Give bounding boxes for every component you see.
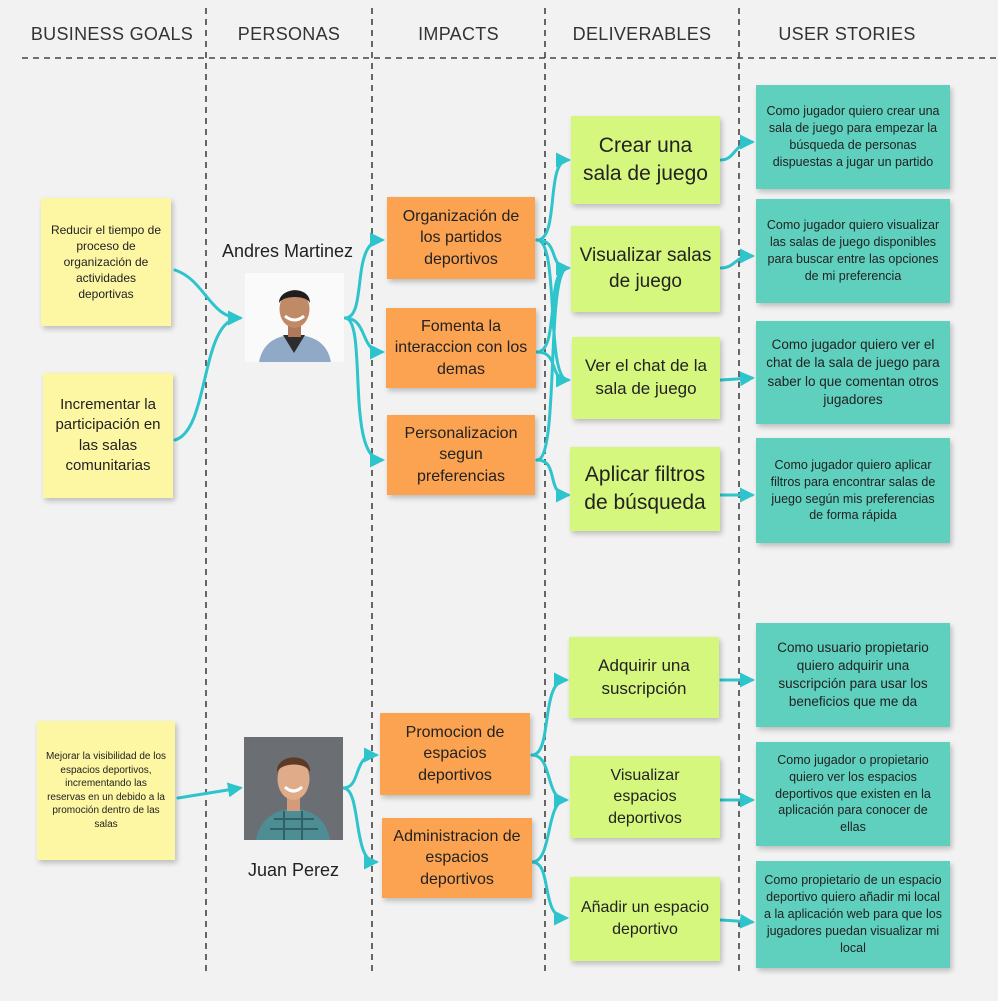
user-story-note: Como jugador quiero visualizar las salas…	[756, 199, 950, 303]
impact-note: Promocion de espacios deportivos	[380, 713, 530, 795]
header-impacts: IMPACTS	[418, 24, 499, 44]
header-user-stories: USER STORIES	[778, 24, 916, 44]
header-personas: PERSONAS	[237, 24, 341, 44]
user-story-note: Como jugador o propietario quiero ver lo…	[756, 742, 950, 846]
user-story-note: Como jugador quiero ver el chat de la sa…	[756, 321, 950, 424]
deliverable-note: Crear una sala de juego	[571, 116, 720, 204]
persona-name: Juan Perez	[248, 860, 340, 880]
deliverable-note: Añadir un espacio deportivo	[570, 877, 720, 961]
impact-note: Fomenta la interaccion con los demas	[386, 308, 536, 388]
goal-note: Incrementar la participación en las sala…	[43, 373, 173, 498]
deliverable-note: Visualizar salas de juego	[571, 226, 720, 312]
impact-note: Personalizacion segun preferencias	[387, 415, 535, 495]
persona-avatar	[245, 273, 344, 362]
goal-note: Reducir el tiempo de proceso de organiza…	[41, 198, 171, 326]
user-story-note: Como propietario de un espacio deportivo…	[756, 861, 950, 968]
header-deliverables: DELIVERABLES	[572, 24, 712, 44]
impact-note: Administracion de espacios deportivos	[382, 818, 532, 898]
deliverable-note: Visualizar espacios deportivos	[570, 756, 720, 838]
deliverable-note: Aplicar filtros de búsqueda	[570, 447, 720, 531]
deliverable-note: Ver el chat de la sala de juego	[572, 337, 720, 419]
persona-name: Andres Martinez	[222, 241, 354, 261]
header-business-goals: BUSINESS GOALS	[30, 24, 194, 44]
goal-note: Mejorar la visibilidad de los espacios d…	[37, 721, 175, 860]
impact-note: Organización de los partidos deportivos	[387, 197, 535, 279]
user-story-note: Como jugador quiero aplicar filtros para…	[756, 438, 950, 543]
user-story-note: Como usuario propietario quiero adquirir…	[756, 623, 950, 727]
user-story-note: Como jugador quiero crear una sala de ju…	[756, 85, 950, 189]
persona-avatar	[244, 737, 343, 840]
deliverable-note: Adquirir una suscripción	[569, 637, 719, 718]
